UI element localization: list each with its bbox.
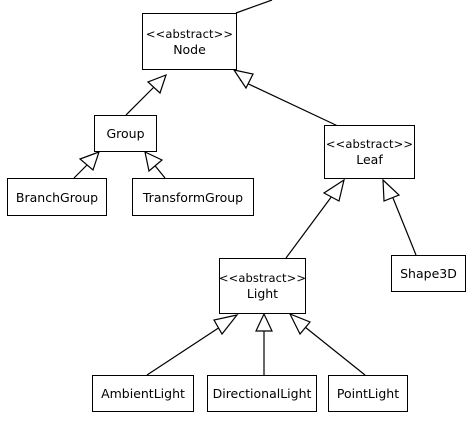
class-group: Group (94, 115, 157, 152)
incoming-connector-line (235, 0, 273, 14)
pointlight-to-light-line (304, 326, 366, 376)
node-stereotype: <<abstract>> (145, 26, 234, 41)
class-node: <<abstract>> Node (142, 13, 237, 70)
light-stereotype: <<abstract>> (218, 271, 307, 285)
class-shape3d: Shape3D (391, 255, 466, 292)
leaf-name: Leaf (356, 152, 383, 167)
pointlight-name: PointLight (336, 386, 400, 401)
class-directionallight: DirectionalLight (207, 375, 317, 412)
class-ambientlight: AmbientLight (92, 375, 194, 412)
light-name: Light (246, 286, 279, 301)
light-to-leaf-line (285, 195, 333, 259)
node-name: Node (173, 41, 206, 57)
group-to-node-arrowhead (146, 73, 167, 95)
class-pointlight: PointLight (328, 375, 408, 412)
shape3d-to-leaf-arrowhead (382, 178, 401, 202)
shape3d-to-leaf-line (392, 197, 417, 256)
leaf-to-node-line (239, 79, 341, 128)
branchgroup-to-group-arrowhead (78, 151, 100, 172)
leaf-stereotype: <<abstract>> (325, 137, 414, 151)
class-leaf: <<abstract>> Leaf (324, 125, 415, 179)
ambientlight-to-light-arrowhead (213, 314, 239, 336)
transformgroup-to-group-arrowhead (144, 150, 164, 173)
shape3d-name: Shape3D (400, 266, 457, 281)
directionallight-to-light-arrowhead (255, 312, 273, 332)
group-name: Group (106, 126, 145, 141)
directionallight-name: DirectionalLight (212, 386, 312, 401)
leaf-to-node-arrowhead (232, 69, 254, 90)
pointlight-to-light-arrowhead (288, 312, 311, 336)
class-branchgroup: BranchGroup (7, 178, 107, 216)
transformgroup-name: TransformGroup (142, 189, 244, 205)
class-transformgroup: TransformGroup (132, 178, 254, 216)
class-light: <<abstract>> Light (219, 258, 306, 314)
branchgroup-name: BranchGroup (15, 189, 99, 205)
ambientlight-to-light-line (146, 326, 221, 376)
ambientlight-name: AmbientLight (101, 386, 185, 401)
light-to-leaf-arrowhead (322, 178, 345, 202)
group-to-node-line (125, 83, 158, 116)
